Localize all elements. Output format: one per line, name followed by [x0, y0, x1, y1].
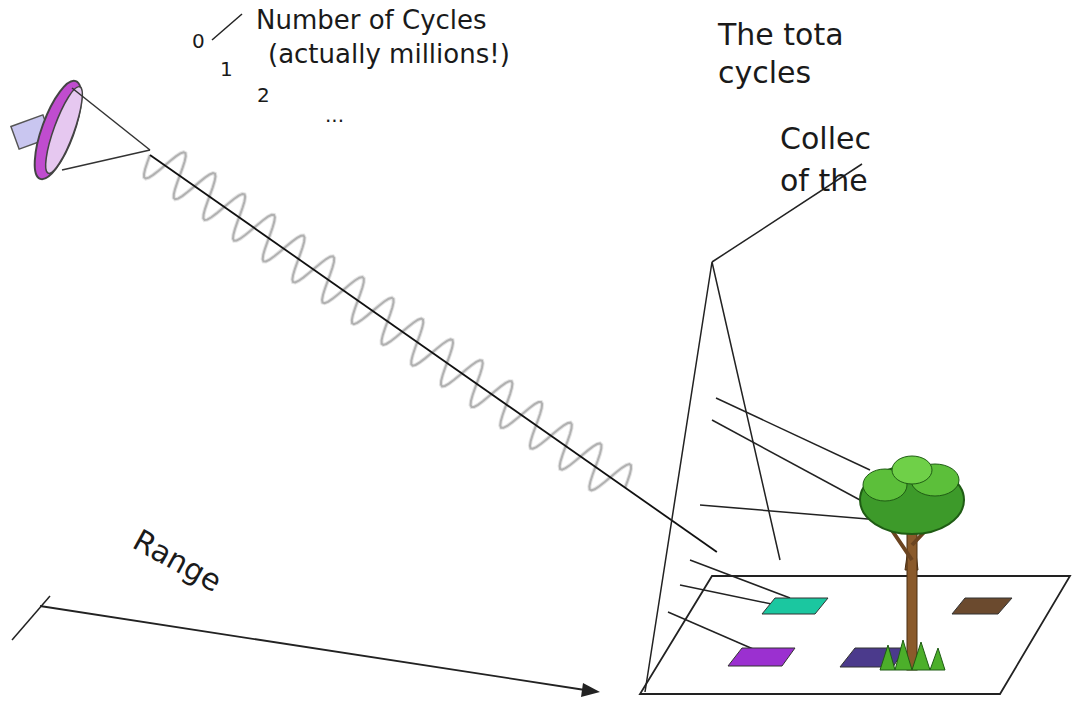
note-text: of the	[780, 164, 868, 197]
note-text: The tota	[718, 18, 844, 51]
slant-plane	[645, 262, 880, 692]
cycle-number: 0	[192, 30, 205, 52]
tree	[860, 456, 964, 670]
ground-patch	[762, 598, 828, 614]
ground-patch	[840, 648, 905, 667]
note-text: cycles	[718, 56, 811, 89]
cycle-number: 2	[257, 84, 270, 106]
ground-patch	[952, 598, 1012, 614]
ground-plane	[640, 576, 1070, 694]
antenna-dish	[11, 76, 150, 185]
ground-patch	[728, 648, 795, 666]
range-arrow	[12, 596, 600, 697]
heading-text: (actually millions!)	[268, 40, 510, 69]
leader-line	[212, 14, 242, 40]
range-label: Range	[128, 523, 227, 598]
note-text: Collec	[780, 122, 871, 155]
cycle-number: ...	[325, 104, 344, 126]
radar-wave	[137, 137, 729, 570]
heading-text: Number of Cycles	[256, 6, 487, 35]
cycle-number: 1	[220, 58, 233, 80]
